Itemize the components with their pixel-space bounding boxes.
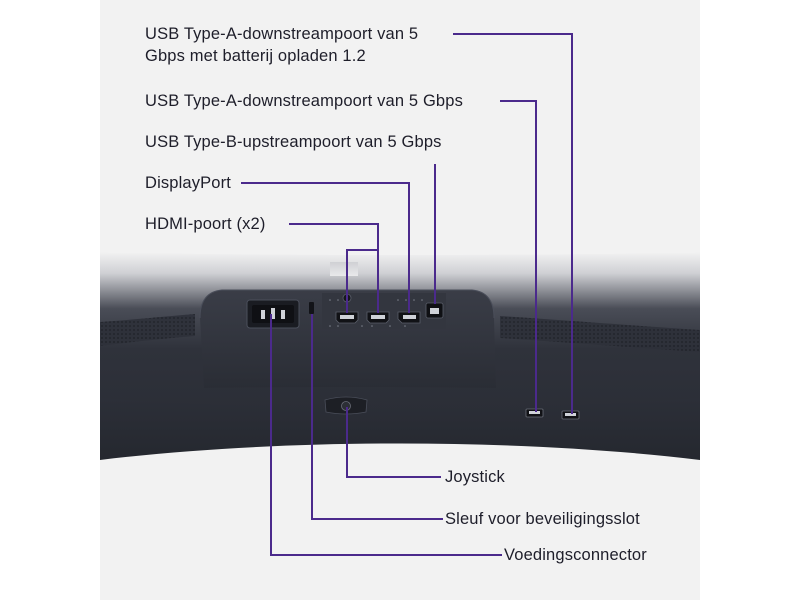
label-hdmi: HDMI-poort (x2) xyxy=(145,215,266,233)
power-connector-icon xyxy=(246,299,300,329)
joystick-icon xyxy=(324,396,368,415)
usb-b-port-icon xyxy=(425,302,444,319)
security-slot-icon xyxy=(309,302,314,314)
callout-joystick xyxy=(346,407,441,478)
callout-hdmi-branch xyxy=(346,249,378,313)
label-usb-a-charging-line-1: USB Type-A-downstreampoort van 5 xyxy=(145,25,419,43)
callout-hdmi xyxy=(289,223,379,313)
usb-a-port-icon xyxy=(525,408,544,418)
monitor-rear-photo xyxy=(100,252,700,460)
label-usb-b: USB Type-B-upstreampoort van 5 Gbps xyxy=(145,133,442,151)
label-power: Voedingsconnector xyxy=(504,546,647,564)
callout-lines xyxy=(241,33,573,556)
callout-usb-a-charging xyxy=(453,33,573,414)
callout-power xyxy=(270,314,502,556)
label-usb-a-charging: USB Type-A-downstreampoort van 5 Gbps me… xyxy=(145,23,418,67)
label-usb-a: USB Type-A-downstreampoort van 5 Gbps xyxy=(145,92,463,110)
callout-security-slot xyxy=(311,314,443,520)
hdmi-port-icon xyxy=(335,293,359,324)
label-usb-a-charging-line-2: Gbps met batterij opladen 1.2 xyxy=(145,47,366,65)
label-joystick: Joystick xyxy=(445,468,505,486)
label-security-slot: Sleuf voor beveiligingsslot xyxy=(445,510,640,528)
callout-usb-a xyxy=(500,100,537,412)
label-displayport: DisplayPort xyxy=(145,174,232,192)
usb-a-port-icon xyxy=(561,410,580,420)
callout-displayport xyxy=(241,182,410,313)
displayport-icon xyxy=(397,311,421,324)
diagram-canvas: USB Type-A-downstreampoort van 5 Gbps me… xyxy=(100,0,700,600)
hdmi-port-icon xyxy=(366,311,390,324)
